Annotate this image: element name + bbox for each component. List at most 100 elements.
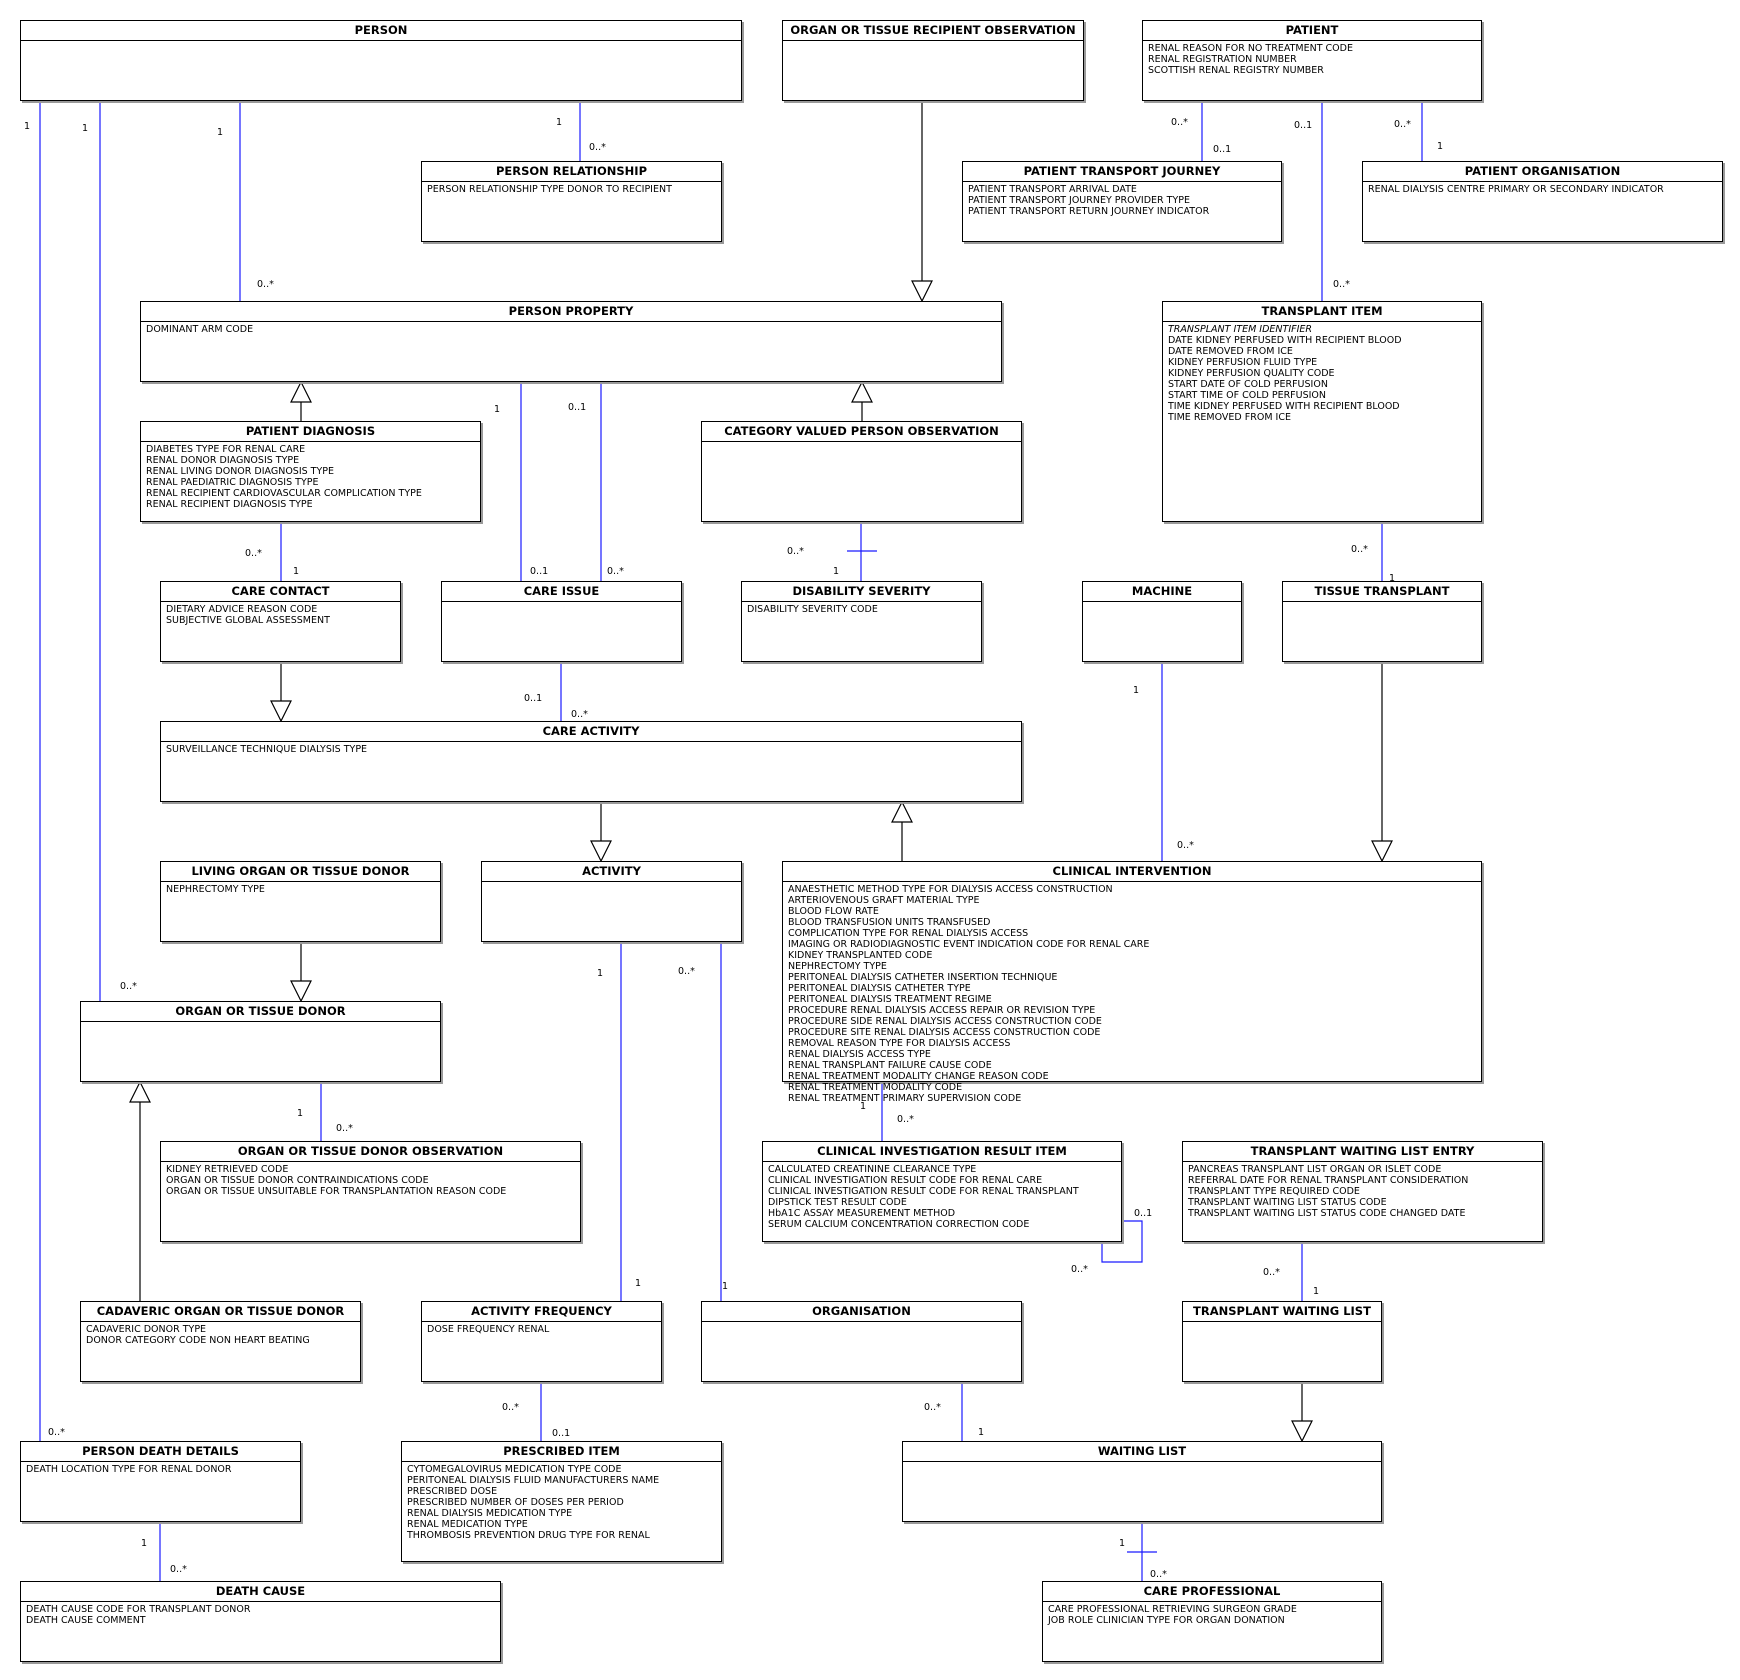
- entity-attribute: DATE KIDNEY PERFUSED WITH RECIPIENT BLOO…: [1168, 335, 1402, 346]
- entity-attribute: CYTOMEGALOVIRUS MEDICATION TYPE CODE: [407, 1464, 622, 1475]
- association-line: [1101, 1220, 1143, 1263]
- multiplicity-label: 1: [293, 566, 299, 577]
- entity-tissue-transplant[interactable]: TISSUE TRANSPLANT: [1282, 581, 1482, 662]
- entity-attribute: CALCULATED CREATININE CLEARANCE TYPE: [768, 1164, 977, 1175]
- entity-attribute: RENAL RECIPIENT CARDIOVASCULAR COMPLICAT…: [146, 488, 422, 499]
- multiplicity-label: 0..*: [120, 981, 137, 992]
- entity-activity[interactable]: ACTIVITY: [481, 861, 742, 942]
- entity-attributes: [442, 602, 681, 606]
- entity-attribute: SUBJECTIVE GLOBAL ASSESSMENT: [166, 615, 330, 626]
- entity-attribute: PRESCRIBED DOSE: [407, 1486, 498, 1497]
- entity-title: ORGANISATION: [702, 1302, 1021, 1322]
- entity-attribute: HbA1C ASSAY MEASUREMENT METHOD: [768, 1208, 956, 1219]
- entity-attribute: PROCEDURE RENAL DIALYSIS ACCESS REPAIR O…: [788, 1005, 1096, 1016]
- entity-attributes: DEATH LOCATION TYPE FOR RENAL DONOR: [21, 1462, 300, 1477]
- multiplicity-label: 0..1: [568, 402, 586, 413]
- entity-attribute: START DATE OF COLD PERFUSION: [1168, 379, 1328, 390]
- entity-attribute: RENAL TRANSPLANT FAILURE CAUSE CODE: [788, 1060, 992, 1071]
- entity-attribute: PERITONEAL DIALYSIS CATHETER INSERTION T…: [788, 972, 1058, 983]
- multiplicity-label: 0..*: [257, 279, 274, 290]
- entity-attribute: SERUM CALCIUM CONCENTRATION CORRECTION C…: [768, 1219, 1030, 1230]
- multiplicity-label: 1: [1133, 685, 1139, 696]
- entity-care-issue[interactable]: CARE ISSUE: [441, 581, 682, 662]
- multiplicity-label: 1: [141, 1538, 147, 1549]
- entity-title: ACTIVITY: [482, 862, 741, 882]
- entity-transplant-waiting-list[interactable]: TRANSPLANT WAITING LIST: [1182, 1301, 1382, 1382]
- entity-title: MACHINE: [1083, 582, 1241, 602]
- entity-attribute: DONOR CATEGORY CODE NON HEART BEATING: [86, 1335, 310, 1346]
- entity-waiting-list[interactable]: WAITING LIST: [902, 1441, 1382, 1522]
- entity-title: PATIENT: [1143, 21, 1481, 41]
- entity-title: PERSON RELATIONSHIP: [422, 162, 721, 182]
- entity-title: CARE CONTACT: [161, 582, 400, 602]
- entity-title: DEATH CAUSE: [21, 1582, 500, 1602]
- entity-attribute: PATIENT TRANSPORT JOURNEY PROVIDER TYPE: [968, 195, 1190, 206]
- multiplicity-label: 0..*: [571, 709, 588, 720]
- entity-attribute: RENAL LIVING DONOR DIAGNOSIS TYPE: [146, 466, 335, 477]
- entity-attribute: PROCEDURE SIDE RENAL DIALYSIS ACCESS CON…: [788, 1016, 1102, 1027]
- entity-title: PERSON PROPERTY: [141, 302, 1001, 322]
- generalization-arrowhead: [590, 840, 612, 863]
- multiplicity-label: 1: [1313, 1286, 1319, 1297]
- multiplicity-label: 0..1: [530, 566, 548, 577]
- entity-attributes: CARE PROFESSIONAL RETRIEVING SURGEON GRA…: [1043, 1602, 1381, 1628]
- multiplicity-label: 0..*: [502, 1402, 519, 1413]
- generalization-arrowhead: [911, 280, 933, 303]
- entity-attribute: KIDNEY TRANSPLANTED CODE: [788, 950, 933, 961]
- entity-attributes: PERSON RELATIONSHIP TYPE DONOR TO RECIPI…: [422, 182, 721, 197]
- entity-machine[interactable]: MACHINE: [1082, 581, 1242, 662]
- entity-attribute: CARE PROFESSIONAL RETRIEVING SURGEON GRA…: [1048, 1604, 1297, 1615]
- entity-organ-or-tissue-recipient-observation[interactable]: ORGAN OR TISSUE RECIPIENT OBSERVATION: [782, 20, 1084, 101]
- multiplicity-label: 0..1: [1213, 144, 1231, 155]
- entity-attribute: NEPHRECTOMY TYPE: [788, 961, 887, 972]
- multiplicity-label: 0..*: [589, 142, 606, 153]
- entity-attributes: [702, 442, 1021, 446]
- multiplicity-label: 1: [1119, 1538, 1125, 1549]
- entity-attribute: PERITONEAL DIALYSIS FLUID MANUFACTURERS …: [407, 1475, 660, 1486]
- entity-category-valued-person-observation[interactable]: CATEGORY VALUED PERSON OBSERVATION: [701, 421, 1022, 522]
- multiplicity-label: 0..*: [1071, 1264, 1088, 1275]
- entity-organisation[interactable]: ORGANISATION: [701, 1301, 1022, 1382]
- entity-title: ORGAN OR TISSUE DONOR: [81, 1002, 440, 1022]
- multiplicity-label: 1: [24, 121, 30, 132]
- entity-attribute: NEPHRECTOMY TYPE: [166, 884, 265, 895]
- entity-attributes: [903, 1462, 1381, 1466]
- entity-attribute: RENAL REASON FOR NO TREATMENT CODE: [1148, 43, 1353, 54]
- entity-attribute: DIPSTICK TEST RESULT CODE: [768, 1197, 907, 1208]
- entity-attribute: JOB ROLE CLINICIAN TYPE FOR ORGAN DONATI…: [1048, 1615, 1285, 1626]
- entity-attribute: REMOVAL REASON TYPE FOR DIALYSIS ACCESS: [788, 1038, 1011, 1049]
- entity-attributes: PANCREAS TRANSPLANT LIST ORGAN OR ISLET …: [1183, 1162, 1542, 1221]
- multiplicity-label: 0..*: [607, 566, 624, 577]
- entity-attribute: DOSE FREQUENCY RENAL: [427, 1324, 550, 1335]
- entity-person[interactable]: PERSON: [20, 20, 742, 101]
- multiplicity-label: 0..*: [678, 966, 695, 977]
- entity-attribute: REFERRAL DATE FOR RENAL TRANSPLANT CONSI…: [1188, 1175, 1469, 1186]
- entity-attribute: PRESCRIBED NUMBER OF DOSES PER PERIOD: [407, 1497, 624, 1508]
- entity-organ-or-tissue-donor[interactable]: ORGAN OR TISSUE DONOR: [80, 1001, 441, 1082]
